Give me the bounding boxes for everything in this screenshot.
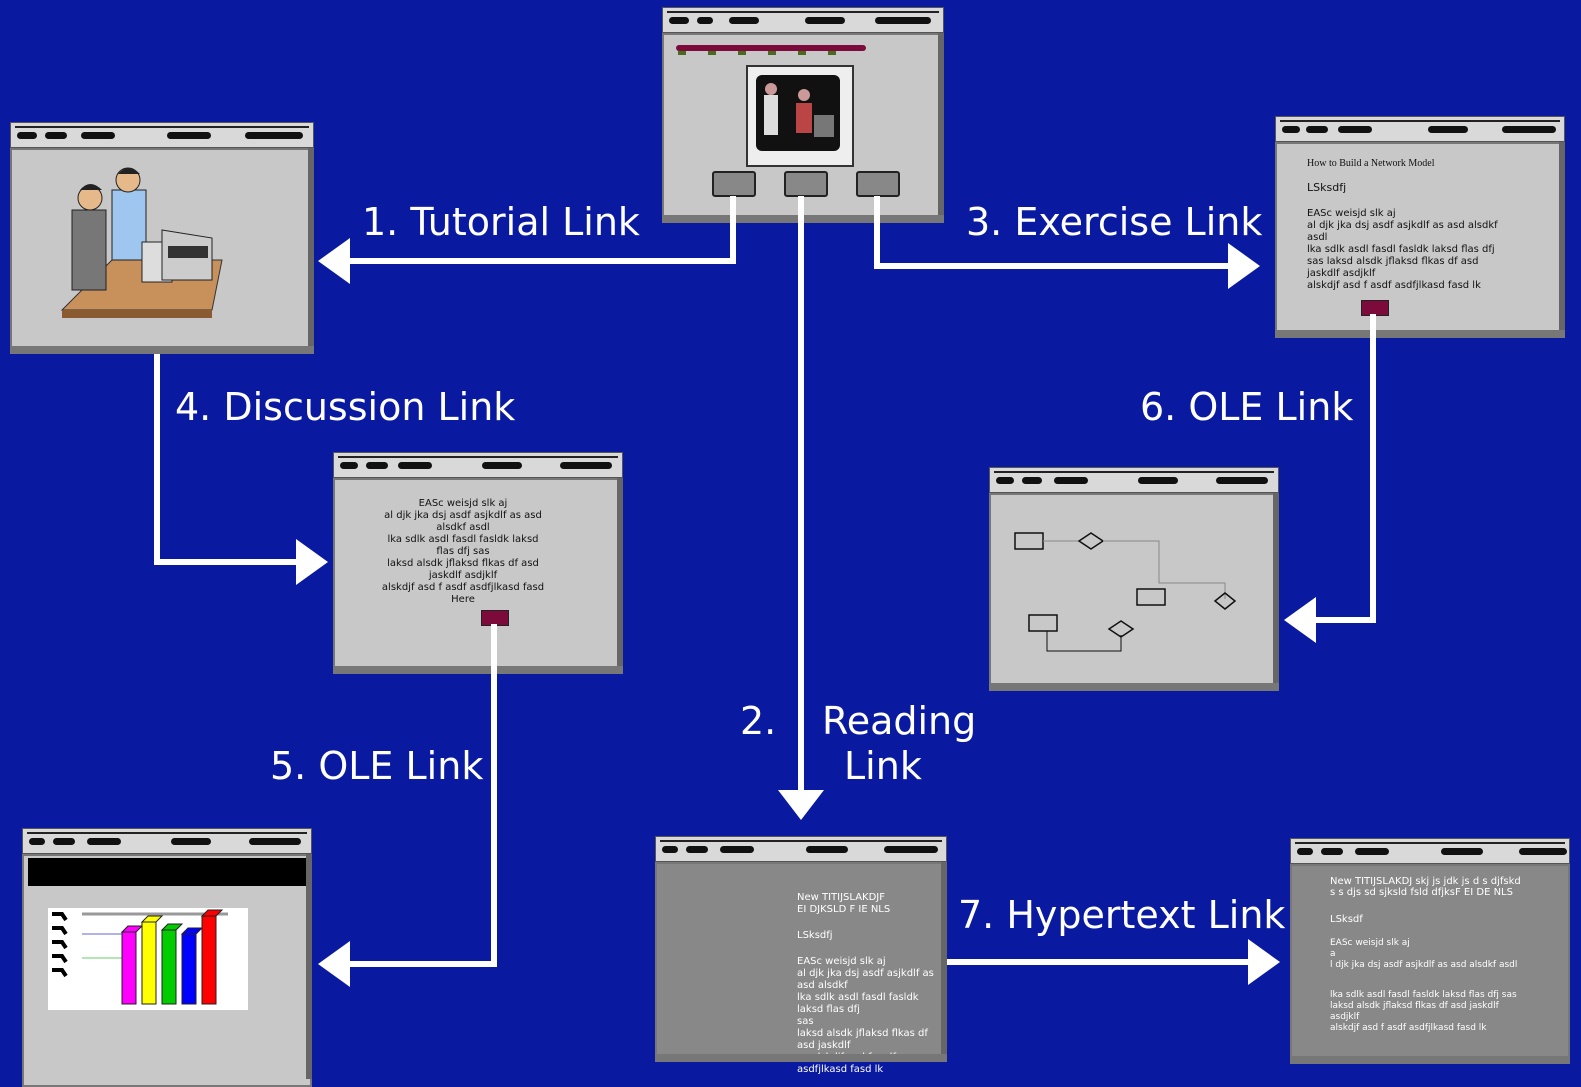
chart-header-bar bbox=[28, 858, 306, 886]
reading-window: New TITIJSLAKDJF EI DJKSLD F IE NLS LSks… bbox=[655, 836, 947, 1075]
video-screen bbox=[756, 75, 840, 151]
discussion-window: EASc weisjd slk aj al djk jka dsj asdf a… bbox=[333, 452, 623, 674]
tutorial-link-line bbox=[350, 196, 736, 264]
exercise-link-label: 3. Exercise Link bbox=[966, 200, 1263, 244]
reading-window-scrollbar[interactable] bbox=[941, 862, 947, 1054]
hypertext-link-label: 7. Hypertext Link bbox=[958, 893, 1286, 937]
office-workers-clipart-icon bbox=[60, 167, 223, 318]
discussion-text: EASc weisjd slk aj al djk jka dsj asdf a… bbox=[381, 498, 545, 605]
discussion-window-titlebar bbox=[333, 452, 623, 478]
ole6-link-label: 6. OLE Link bbox=[1140, 385, 1354, 429]
ole-chart-window-titlebar bbox=[22, 828, 312, 854]
reading-window-statusbar bbox=[655, 1054, 947, 1062]
chart-bullet-marks bbox=[52, 912, 68, 978]
discussion-window-scrollbar[interactable] bbox=[617, 478, 623, 666]
discussion-link-line bbox=[154, 354, 300, 565]
reading-window-titlebar bbox=[655, 836, 947, 862]
hypertext-window: New TITIJSLAKDJ skj js jdk js d s djfskd… bbox=[1290, 838, 1570, 1064]
main-window-titlebar bbox=[662, 7, 944, 33]
ole5-arrowhead-icon bbox=[318, 941, 350, 987]
hypertext-window-titlebar bbox=[1290, 838, 1570, 864]
chart-bars bbox=[120, 909, 224, 1005]
chart-bar-top bbox=[140, 915, 164, 923]
tutorial-window-scrollbar[interactable] bbox=[308, 148, 314, 346]
reading-line1: LSksdfj bbox=[797, 930, 833, 941]
discussion-arrowhead-icon bbox=[296, 539, 328, 585]
exercise-window-titlebar bbox=[1275, 116, 1565, 142]
ole6-arrowhead-icon bbox=[1284, 597, 1316, 643]
ole-flowchart-window-scrollbar[interactable] bbox=[1273, 493, 1279, 683]
main-window-banner-marks bbox=[678, 51, 858, 55]
hypertext-paragraph1: EASc weisjd slk aj a l djk jka dsj asdf … bbox=[1330, 938, 1518, 970]
hypertext-heading: New TITIJSLAKDJ skj js jdk js d s djfskd… bbox=[1330, 876, 1521, 898]
exercise-window-body: How to Build a Network Model LSksdfj EAS… bbox=[1275, 142, 1565, 338]
hypertext-window-statusbar bbox=[1290, 1056, 1570, 1064]
main-window-banner bbox=[676, 45, 866, 51]
nav-button-reading[interactable] bbox=[784, 171, 828, 197]
exercise-arrowhead-icon bbox=[1228, 243, 1260, 289]
hypertext-arrowhead-icon bbox=[1248, 939, 1280, 985]
ole-chart-window-scrollbar[interactable] bbox=[306, 854, 312, 1079]
nav-button-tutorial[interactable] bbox=[712, 171, 756, 197]
tutorial-arrowhead-icon bbox=[318, 238, 350, 284]
chart-area bbox=[48, 908, 248, 1010]
ole-chart-window bbox=[22, 828, 312, 1087]
tutorial-window bbox=[10, 122, 314, 354]
people-in-office-icon bbox=[764, 83, 834, 137]
discussion-link-label: 4. Discussion Link bbox=[175, 385, 516, 429]
reading-link-label-word2: Link bbox=[844, 744, 922, 788]
chart-bar-top bbox=[200, 909, 224, 917]
video-frame bbox=[746, 65, 854, 167]
hypertext-paragraph2: lka sdlk asdl fasdl fasldk laksd flas df… bbox=[1330, 990, 1517, 1033]
reading-heading: New TITIJSLAKDJF EI DJKSLD F IE NLS bbox=[797, 892, 891, 915]
ole-flowchart-window-statusbar bbox=[989, 683, 1279, 691]
ole5-link-label: 5. OLE Link bbox=[270, 744, 484, 788]
reading-window-body: New TITIJSLAKDJF EI DJKSLD F IE NLS LSks… bbox=[655, 862, 947, 1075]
exercise-window: How to Build a Network Model LSksdfj EAS… bbox=[1275, 116, 1565, 338]
tutorial-window-titlebar bbox=[10, 122, 314, 148]
exercise-line1: LSksdfj bbox=[1307, 181, 1347, 194]
exercise-link-line bbox=[874, 196, 1232, 269]
main-window-scrollbar[interactable] bbox=[938, 33, 944, 215]
discussion-window-body: EASc weisjd slk aj al djk jka dsj asdf a… bbox=[333, 478, 623, 674]
exercise-window-statusbar bbox=[1275, 330, 1565, 338]
main-window bbox=[662, 7, 944, 223]
ole6-link-line bbox=[1316, 314, 1376, 623]
ole5-link-line bbox=[350, 624, 497, 967]
hypertext-line1: LSksdf bbox=[1330, 914, 1363, 925]
reading-link-label-word1: Reading bbox=[822, 699, 977, 743]
main-window-body bbox=[662, 33, 944, 223]
reading-arrowhead-icon bbox=[778, 790, 824, 820]
chart-bar-top bbox=[160, 923, 184, 931]
ole-flowchart-window-titlebar bbox=[989, 467, 1279, 493]
ole-chart-window-body bbox=[22, 854, 312, 1087]
flowchart-diagram bbox=[1014, 532, 1237, 652]
exercise-window-scrollbar[interactable] bbox=[1559, 142, 1565, 330]
exercise-paragraph: EASc weisjd slk aj al djk jka dsj asdf a… bbox=[1307, 208, 1498, 291]
bar-chart-graphic bbox=[52, 909, 228, 1005]
discussion-window-statusbar bbox=[333, 666, 623, 674]
ole-flowchart-window bbox=[989, 467, 1279, 691]
reading-link-number: 2. bbox=[740, 699, 777, 743]
tutorial-link-label: 1. Tutorial Link bbox=[362, 200, 640, 244]
tutorial-window-statusbar bbox=[10, 346, 314, 354]
exercise-title: How to Build a Network Model bbox=[1307, 158, 1435, 169]
